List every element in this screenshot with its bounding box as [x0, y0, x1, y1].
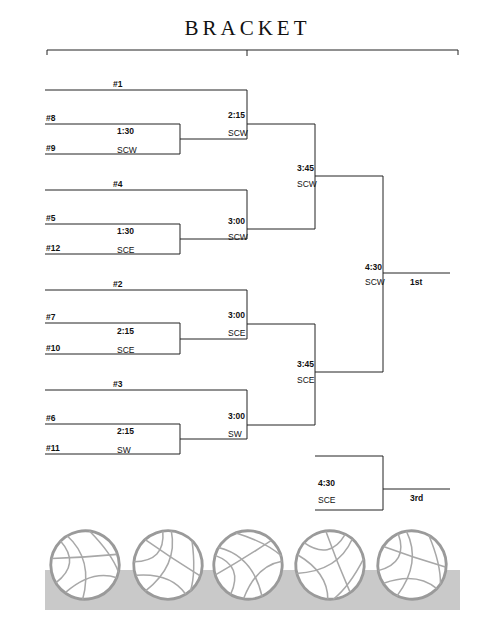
- match-time: 2:15: [228, 110, 245, 120]
- seed-number: #8: [46, 113, 55, 123]
- seed-number: #7: [46, 312, 55, 322]
- seed-number: #2: [113, 279, 122, 289]
- court-name: SCW: [228, 128, 248, 138]
- court-name: SCE: [228, 328, 245, 338]
- match-time: 3:45: [297, 359, 314, 369]
- seed-number: #12: [46, 243, 60, 253]
- match-time: 4:30: [365, 262, 382, 272]
- seed-number: #10: [46, 343, 60, 353]
- bracket-line: [315, 124, 383, 229]
- bracket-line: [315, 456, 450, 510]
- seed-number: #9: [46, 143, 55, 153]
- match-time: 3:45: [297, 163, 314, 173]
- volleyball: [200, 517, 296, 613]
- seed-number: #5: [46, 213, 55, 223]
- place-label: 1st: [410, 277, 422, 287]
- volleyball: [44, 524, 125, 605]
- court-name: SCW: [117, 145, 137, 155]
- place-label: 3rd: [410, 493, 423, 503]
- match-time: 1:30: [117, 226, 134, 236]
- title-bracket: [47, 50, 458, 56]
- match-time: 3:00: [228, 310, 245, 320]
- seed-number: #3: [113, 379, 122, 389]
- bracket-line: [45, 190, 315, 254]
- match-time: 4:30: [318, 478, 335, 488]
- match-time: 3:00: [228, 216, 245, 226]
- court-name: SW: [117, 445, 131, 455]
- bracket-line: [45, 290, 315, 354]
- court-name: SCE: [117, 245, 134, 255]
- match-time: 3:00: [228, 411, 245, 421]
- volleyball: [283, 518, 376, 611]
- match-time: 2:15: [117, 326, 134, 336]
- seed-number: #1: [113, 79, 122, 89]
- bracket-line: [383, 176, 450, 372]
- court-name: SCE: [297, 375, 314, 385]
- bracket-line: [45, 90, 315, 154]
- seed-number: #11: [46, 443, 60, 453]
- bracket-line: [45, 390, 315, 454]
- seed-number: #4: [113, 179, 122, 189]
- seed-number: #6: [46, 413, 55, 423]
- match-time: 2:15: [117, 426, 134, 436]
- court-name: SCE: [318, 495, 335, 505]
- court-name: SCW: [228, 232, 248, 242]
- page-title: BRACKET: [0, 16, 495, 41]
- court-name: SW: [228, 429, 242, 439]
- bracket-line: [315, 324, 383, 425]
- court-name: SCW: [297, 179, 317, 189]
- volleyball: [372, 525, 451, 604]
- court-name: SCW: [365, 277, 385, 287]
- match-time: 1:30: [117, 126, 134, 136]
- court-name: SCE: [117, 345, 134, 355]
- volleyball: [123, 520, 214, 611]
